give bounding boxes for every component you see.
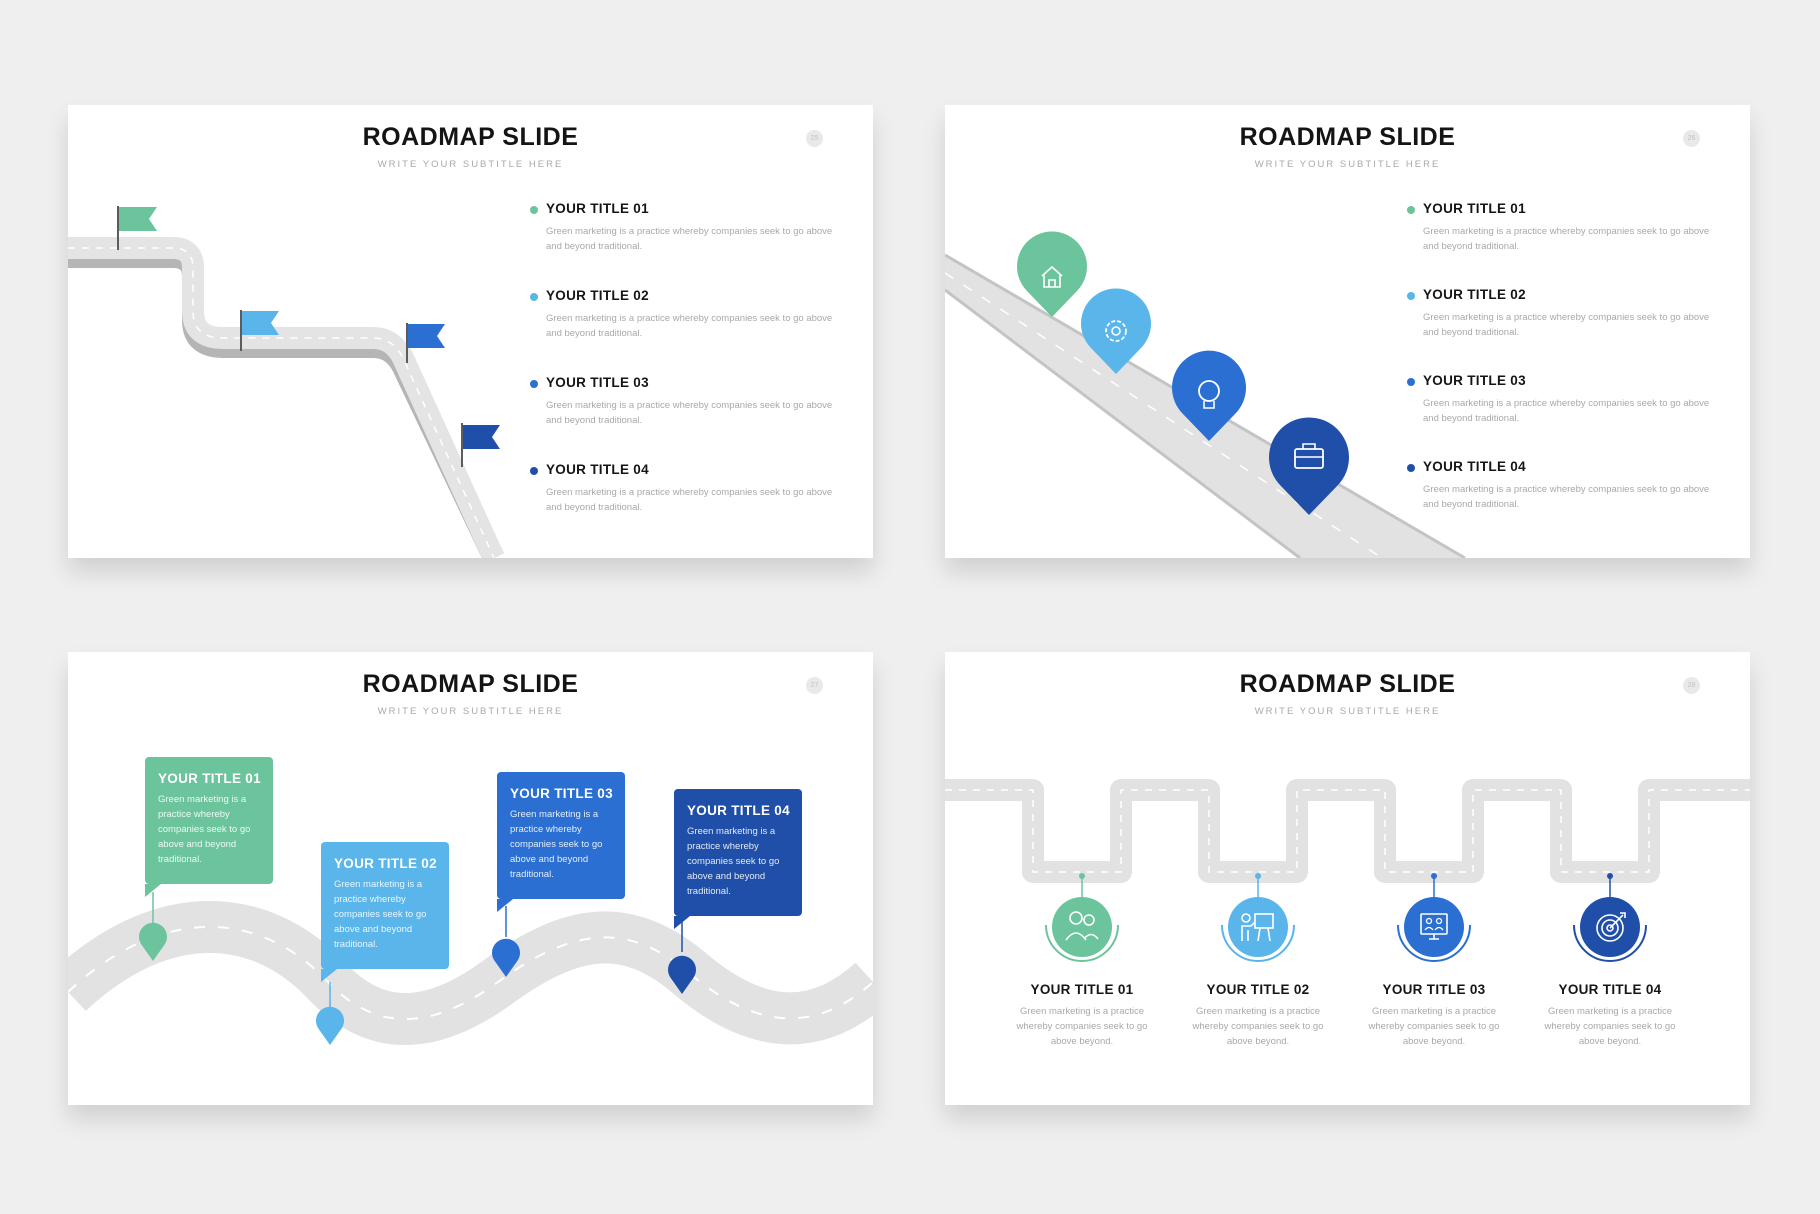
slide-3: ROADMAP SLIDE WRITE YOUR SUBTITLE HERE 2…	[68, 652, 873, 1105]
bullet-dot	[1407, 292, 1415, 300]
item-title: YOUR TITLE 04	[1558, 982, 1662, 997]
slide-subtitle: WRITE YOUR SUBTITLE HERE	[1254, 159, 1441, 170]
item-description: Green marketing is a practice whereby co…	[546, 313, 833, 339]
slide-title: ROADMAP SLIDE	[362, 123, 579, 151]
item-description: Green marketing is a practice whereby co…	[1544, 1006, 1676, 1047]
monitor-team-icon	[1420, 913, 1448, 940]
item-description: Green marketing is a practice whereby co…	[1423, 484, 1710, 510]
item-title: YOUR TITLE 04	[546, 462, 649, 477]
roadmap-item: YOUR TITLE 04 Green marketing is a pract…	[1407, 459, 1713, 512]
item-description: Green marketing is a practice whereby co…	[546, 487, 833, 513]
page-number-badge: 25	[806, 130, 823, 147]
item-title: YOUR TITLE 02	[1206, 982, 1310, 997]
map-pin-icon	[668, 955, 697, 994]
people-icon	[1065, 911, 1099, 941]
slide-subtitle: WRITE YOUR SUBTITLE HERE	[377, 159, 564, 170]
lightbulb-icon	[1172, 350, 1246, 441]
item-description: Green marketing is a practice whereby co…	[1016, 1006, 1148, 1047]
page-number-badge: 28	[1683, 677, 1700, 694]
roadmap-item: YOUR TITLE 02 Green marketing is a pract…	[1183, 982, 1333, 1049]
callout-tail	[674, 916, 690, 929]
flag-icon	[461, 423, 500, 467]
slide-title: ROADMAP SLIDE	[362, 670, 579, 698]
map-pin-icon	[139, 922, 167, 961]
item-title: YOUR TITLE 03	[546, 375, 649, 390]
flag-icon	[117, 206, 157, 250]
bullet-dot	[530, 467, 538, 475]
callout-box: YOUR TITLE 04 Green marketing is a pract…	[674, 789, 802, 929]
item-title: YOUR TITLE 01	[1423, 201, 1526, 216]
item-description: Green marketing is a practice whereby co…	[1192, 1006, 1324, 1047]
roadmap-item: YOUR TITLE 03 Green marketing is a pract…	[1407, 373, 1713, 426]
item-description: Green marketing is a practice whereby co…	[1368, 1006, 1500, 1047]
roadmap-item: YOUR TITLE 04 Green marketing is a pract…	[1535, 982, 1685, 1049]
zigzag-road	[945, 779, 1750, 962]
flag-icon	[240, 310, 279, 351]
house-icon	[1017, 231, 1087, 317]
callout-description: Green marketing is a practice whereby co…	[334, 879, 427, 950]
callout-tail	[321, 969, 337, 982]
roadmap-item: YOUR TITLE 03 Green marketing is a pract…	[530, 375, 836, 428]
callout-box: YOUR TITLE 02 Green marketing is a pract…	[321, 842, 449, 982]
diagonal-road	[945, 231, 1466, 558]
callout-title: YOUR TITLE 03	[510, 786, 613, 801]
roadmap-item: YOUR TITLE 02 Green marketing is a pract…	[530, 288, 836, 341]
callout-title: YOUR TITLE 01	[158, 771, 261, 786]
callout-description: Green marketing is a practice whereby co…	[510, 809, 603, 880]
item-title: YOUR TITLE 02	[546, 288, 649, 303]
presentation-icon	[1241, 913, 1274, 942]
wavy-road	[68, 892, 873, 1046]
page-number-badge: 27	[806, 677, 823, 694]
flag-icon	[406, 323, 445, 363]
callout-box: YOUR TITLE 01 Green marketing is a pract…	[145, 757, 273, 897]
item-title: YOUR TITLE 01	[546, 201, 649, 216]
roadmap-item: YOUR TITLE 01 Green marketing is a pract…	[1007, 982, 1157, 1049]
slide-subtitle: WRITE YOUR SUBTITLE HERE	[377, 706, 564, 717]
slide-4: ROADMAP SLIDE WRITE YOUR SUBTITLE HERE 2…	[945, 652, 1750, 1105]
map-pin-icon	[492, 938, 520, 977]
roadmap-item: YOUR TITLE 03 Green marketing is a pract…	[1359, 982, 1509, 1049]
item-title: YOUR TITLE 04	[1423, 459, 1526, 474]
briefcase-icon	[1269, 417, 1349, 515]
callout-title: YOUR TITLE 02	[334, 856, 437, 871]
item-description: Green marketing is a practice whereby co…	[546, 400, 833, 426]
item-title: YOUR TITLE 02	[1423, 287, 1526, 302]
bullet-dot	[530, 206, 538, 214]
callout-box: YOUR TITLE 03 Green marketing is a pract…	[497, 772, 625, 912]
callout-tail	[497, 899, 513, 912]
roadmap-item: YOUR TITLE 01 Green marketing is a pract…	[1407, 201, 1713, 254]
slide-title: ROADMAP SLIDE	[1239, 123, 1456, 151]
bullet-dot	[530, 380, 538, 388]
item-description: Green marketing is a practice whereby co…	[1423, 312, 1710, 338]
item-description: Green marketing is a practice whereby co…	[546, 226, 833, 252]
slide-title: ROADMAP SLIDE	[1239, 670, 1456, 698]
target-icon	[1596, 912, 1626, 942]
item-description: Green marketing is a practice whereby co…	[1423, 226, 1710, 252]
bullet-dot	[1407, 378, 1415, 386]
map-pin-icon	[316, 1006, 345, 1045]
winding-road	[68, 206, 505, 558]
callout-tail	[145, 884, 161, 897]
callout-description: Green marketing is a practice whereby co…	[687, 826, 780, 897]
roadmap-item: YOUR TITLE 02 Green marketing is a pract…	[1407, 287, 1713, 340]
roadmap-item: YOUR TITLE 01 Green marketing is a pract…	[530, 201, 836, 254]
item-title: YOUR TITLE 01	[1030, 982, 1134, 997]
callout-description: Green marketing is a practice whereby co…	[158, 794, 251, 865]
bullet-dot	[1407, 464, 1415, 472]
gear-icon	[1081, 288, 1151, 374]
slide-2: ROADMAP SLIDE WRITE YOUR SUBTITLE HERE 2…	[945, 105, 1750, 558]
roadmap-item: YOUR TITLE 04 Green marketing is a pract…	[530, 462, 836, 515]
item-description: Green marketing is a practice whereby co…	[1423, 398, 1710, 424]
bullet-dot	[530, 293, 538, 301]
page-number-badge: 26	[1683, 130, 1700, 147]
bullet-dot	[1407, 206, 1415, 214]
callout-title: YOUR TITLE 04	[687, 803, 790, 818]
slide-subtitle: WRITE YOUR SUBTITLE HERE	[1254, 706, 1441, 717]
slide-1: ROADMAP SLIDE WRITE YOUR SUBTITLE HERE 2…	[68, 105, 873, 558]
item-title: YOUR TITLE 03	[1423, 373, 1526, 388]
item-title: YOUR TITLE 03	[1382, 982, 1486, 997]
